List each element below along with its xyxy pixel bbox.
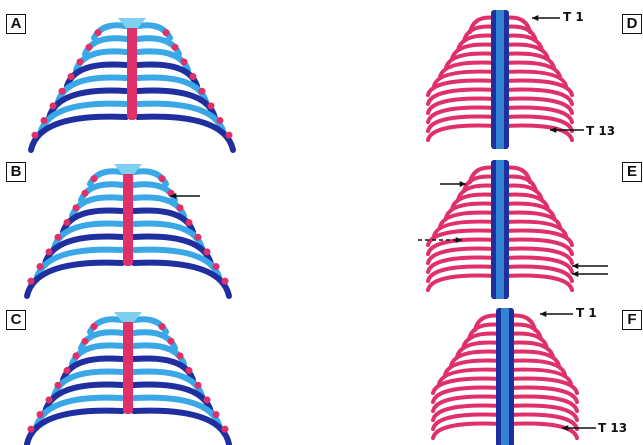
rib-tip-right-c-0 <box>159 323 166 330</box>
rib-tip-right-a-4 <box>199 88 206 95</box>
rib-tip-right-c-7 <box>222 426 229 433</box>
rib-tip-left-a-1 <box>86 44 93 51</box>
panel-label-c: C <box>6 310 26 330</box>
panel-label-e: E <box>622 162 642 182</box>
rib-tip-left-a-2 <box>77 58 84 65</box>
rib-tip-left-a-5 <box>50 102 57 109</box>
rib-tip-left-b-0 <box>91 175 98 182</box>
sternum-c <box>123 314 133 414</box>
rib-tip-left-a-3 <box>68 73 75 80</box>
rib-tip-right-c-2 <box>177 352 184 359</box>
rib-tip-right-b-0 <box>159 175 166 182</box>
dorsal-rib-left-d-12 <box>428 126 496 140</box>
rib-tip-left-b-1 <box>82 190 89 197</box>
rib-tip-left-c-2 <box>73 352 80 359</box>
rib-tip-right-a-5 <box>208 102 215 109</box>
dorsal-rib-left-e-12 <box>428 276 496 290</box>
rib-tip-right-b-2 <box>177 204 184 211</box>
rib-tip-left-a-0 <box>95 29 102 36</box>
spine-core-d <box>496 10 504 149</box>
sternum-b <box>123 166 133 266</box>
rib-tip-right-b-6 <box>213 263 220 270</box>
rib-tip-right-a-1 <box>172 44 179 51</box>
rib-tip-left-c-4 <box>55 382 62 389</box>
rib-tip-left-c-3 <box>64 367 71 374</box>
spine-core-e <box>496 160 504 299</box>
dorsal-rib-right-d-12 <box>504 126 572 140</box>
rib-tip-right-c-1 <box>168 338 175 345</box>
panel-label-f: F <box>622 310 642 330</box>
rib-tip-left-a-7 <box>32 132 39 139</box>
rib-tip-right-b-7 <box>222 278 229 285</box>
rib-tip-left-b-4 <box>55 234 62 241</box>
panel-label-d: D <box>622 14 642 34</box>
rib-tip-right-a-0 <box>163 29 170 36</box>
rib-tip-right-b-3 <box>186 219 193 226</box>
panel-label-a: A <box>6 14 26 34</box>
rib-tip-left-c-6 <box>37 411 44 418</box>
rib-tip-left-a-6 <box>41 117 48 124</box>
rib-tip-right-c-4 <box>195 382 202 389</box>
panel-label-b: B <box>6 162 26 182</box>
rib-tip-left-c-7 <box>28 426 35 433</box>
dorsal-rib-right-e-12 <box>504 276 572 290</box>
rib-tip-left-a-4 <box>59 88 66 95</box>
rib-tip-right-a-7 <box>226 132 233 139</box>
rib-tip-right-b-5 <box>204 248 211 255</box>
rib-tip-right-a-6 <box>217 117 224 124</box>
rib-tip-left-b-5 <box>46 248 53 255</box>
annotation-d-t1: T 1 <box>563 10 584 24</box>
rib-tip-left-b-3 <box>64 219 71 226</box>
annotation-f-t13: T 13 <box>598 421 627 435</box>
rib-tip-left-c-5 <box>46 396 53 403</box>
annotation-f-t1: T 1 <box>576 306 597 320</box>
rib-tip-right-a-2 <box>181 58 188 65</box>
arrow-f-t1-head <box>540 311 546 317</box>
rib-tip-right-a-3 <box>190 73 197 80</box>
rib-tip-left-c-0 <box>91 323 98 330</box>
rib-tip-right-b-4 <box>195 234 202 241</box>
spine-core-f <box>501 308 509 445</box>
rib-tip-left-b-2 <box>73 204 80 211</box>
sternum-a <box>127 20 137 120</box>
annotation-d-t13: T 13 <box>586 124 615 138</box>
rib-tip-right-c-5 <box>204 396 211 403</box>
rib-tip-right-c-3 <box>186 367 193 374</box>
rib-tip-left-c-1 <box>82 338 89 345</box>
rib-tip-right-c-6 <box>213 411 220 418</box>
arrow-d-t1-head <box>532 15 538 21</box>
rib-tip-left-b-7 <box>28 278 35 285</box>
rib-tip-left-b-6 <box>37 263 44 270</box>
dorsal-rib-left-f-12 <box>433 424 501 438</box>
